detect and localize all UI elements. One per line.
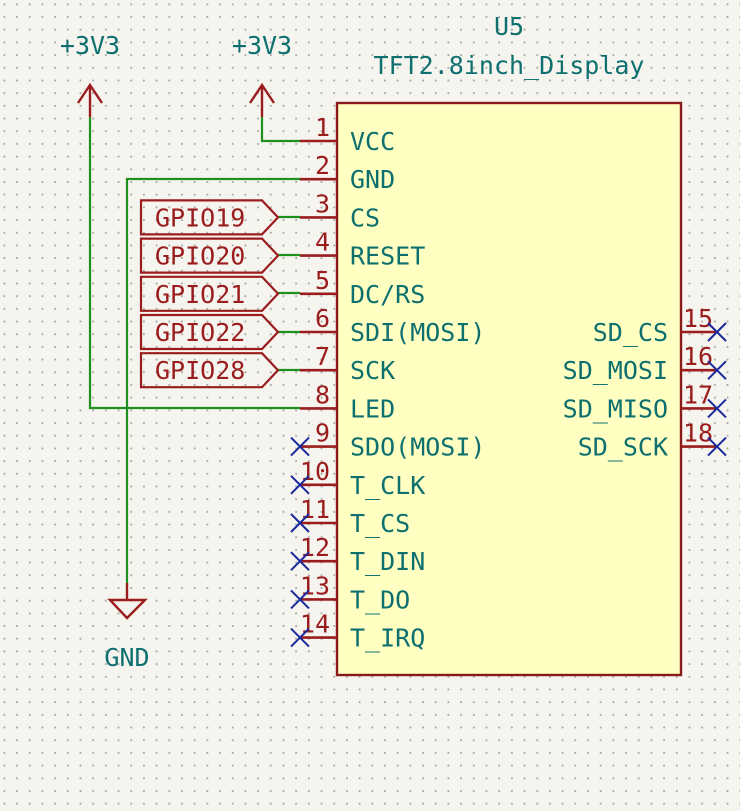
power-3v3-left-label: +3V3 bbox=[60, 31, 120, 60]
label-text: GPIO20 bbox=[155, 242, 245, 271]
component-value: TFT2.8inch_Display bbox=[374, 51, 645, 80]
pin-name: T_DO bbox=[350, 585, 410, 614]
pin-4[interactable]: 4 RESET bbox=[300, 228, 425, 271]
label-shape bbox=[139, 313, 280, 351]
pin-6[interactable]: 6 SDI(MOSI) bbox=[300, 304, 485, 347]
global-label-gpio22[interactable]: GPIO22 bbox=[139, 313, 280, 351]
pin-name: DC/RS bbox=[350, 280, 425, 309]
pin-name: T_IRQ bbox=[350, 624, 425, 653]
label-text: GPIO21 bbox=[155, 280, 245, 309]
label-shape bbox=[139, 199, 280, 236]
pin-2[interactable]: 2 GND bbox=[300, 151, 395, 194]
pin-number: 6 bbox=[315, 304, 330, 333]
pin-name: SCK bbox=[350, 356, 395, 385]
pin-9[interactable]: 9 SDO(MOSI) bbox=[290, 419, 485, 462]
power-3v3-right-arrow-icon bbox=[249, 82, 275, 117]
pin-number: 3 bbox=[315, 189, 330, 218]
pin-name: T_CS bbox=[350, 509, 410, 538]
label-text: GPIO19 bbox=[155, 203, 245, 232]
label-shape bbox=[139, 352, 280, 389]
no-connect-icon bbox=[707, 360, 727, 380]
pin-number: 9 bbox=[315, 419, 330, 448]
no-connect-icon bbox=[290, 589, 310, 610]
no-connect-icon bbox=[290, 475, 310, 495]
pin-name: T_DIN bbox=[350, 547, 425, 576]
pin-16[interactable]: 16 SD_MOSI bbox=[563, 342, 727, 385]
pin-name: SD_SCK bbox=[578, 433, 668, 462]
pin-name: RESET bbox=[350, 242, 425, 271]
pin-15[interactable]: 15 SD_CS bbox=[593, 304, 727, 347]
ground-symbol-icon bbox=[107, 583, 148, 620]
label-shape bbox=[139, 275, 280, 312]
global-label-gpio21[interactable]: GPIO21 bbox=[139, 275, 280, 312]
wire-vcc-pin1 bbox=[260, 117, 300, 143]
pin-name: SDI(MOSI) bbox=[350, 318, 485, 347]
label-text: GPIO28 bbox=[155, 356, 245, 385]
no-connect-icon bbox=[290, 436, 310, 457]
pin-8[interactable]: 8 LED bbox=[300, 380, 395, 423]
pin-number: 18 bbox=[683, 419, 713, 448]
global-label-gpio28[interactable]: GPIO28 bbox=[139, 352, 280, 389]
pin-number: 8 bbox=[315, 380, 330, 409]
pin-number: 15 bbox=[683, 304, 713, 333]
pin-7[interactable]: 7 SCK bbox=[300, 342, 395, 385]
no-connect-icon bbox=[290, 627, 310, 648]
no-connect-icon bbox=[290, 551, 310, 571]
pin-number: 7 bbox=[315, 342, 330, 371]
pin-number: 4 bbox=[315, 228, 330, 257]
wire-led-pin8 bbox=[88, 117, 300, 410]
pin-name: SD_MISO bbox=[563, 394, 668, 423]
pin-17[interactable]: 17 SD_MISO bbox=[563, 380, 727, 423]
component-ref: U5 bbox=[494, 12, 524, 41]
no-connect-icon bbox=[707, 322, 727, 342]
no-connect-icon bbox=[290, 513, 310, 533]
global-label-gpio20[interactable]: GPIO20 bbox=[139, 237, 280, 274]
pin-number: 5 bbox=[315, 266, 330, 295]
component-body[interactable] bbox=[335, 101, 683, 677]
pin-name: VCC bbox=[350, 127, 395, 156]
wire-gnd-pin2 bbox=[125, 177, 300, 583]
pin-number: 1 bbox=[315, 113, 330, 142]
pin-name: SD_MOSI bbox=[563, 356, 668, 385]
label-text: GPIO22 bbox=[155, 318, 245, 347]
pin-name: CS bbox=[350, 203, 380, 232]
pin-1[interactable]: 1 VCC bbox=[300, 113, 395, 156]
no-connect-icon bbox=[707, 398, 727, 419]
power-3v3-left-arrow-icon bbox=[77, 82, 103, 117]
pin-number: 16 bbox=[683, 342, 713, 371]
pin-3[interactable]: 3 CS bbox=[300, 189, 380, 232]
pin-name: SD_CS bbox=[593, 318, 668, 347]
pin-5[interactable]: 5 DC/RS bbox=[300, 266, 425, 309]
pin-number: 17 bbox=[683, 380, 713, 409]
pin-name: SDO(MOSI) bbox=[350, 433, 485, 462]
pin-number: 2 bbox=[315, 151, 330, 180]
pin-name: GND bbox=[350, 165, 395, 194]
wires bbox=[88, 117, 300, 583]
label-shape bbox=[139, 237, 280, 274]
ground-label: GND bbox=[104, 643, 149, 672]
power-3v3-right-label: +3V3 bbox=[232, 31, 292, 60]
pin-name: T_CLK bbox=[350, 471, 425, 500]
pin-name: LED bbox=[350, 394, 395, 423]
global-label-gpio19[interactable]: GPIO19 bbox=[139, 199, 280, 236]
no-connect-icon bbox=[707, 436, 727, 457]
pin-18[interactable]: 18 SD_SCK bbox=[578, 419, 727, 462]
